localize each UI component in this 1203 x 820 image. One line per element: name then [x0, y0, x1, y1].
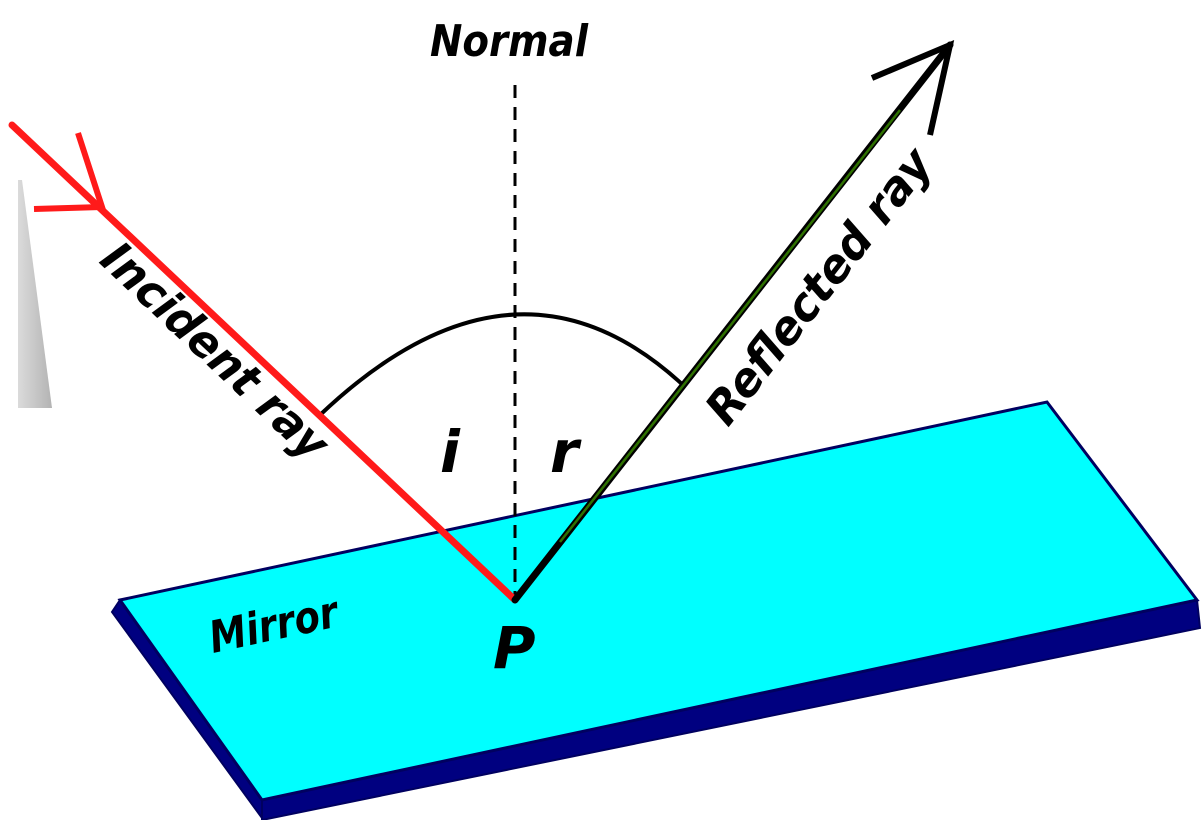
incident-arrowhead: [33, 132, 107, 212]
normal-label: Normal: [430, 16, 589, 67]
background-shadow: [18, 180, 52, 408]
point-label: P: [493, 614, 536, 682]
reflected-arrowhead: [870, 39, 955, 136]
incident-ray-line: [8, 121, 519, 604]
reflected-ray-highlight: [559, 109, 901, 543]
mirror-surface: [117, 400, 1200, 802]
incident-ray-label: Incident ray: [90, 231, 341, 472]
angle-arc: [318, 312, 685, 417]
angle-reflection-label: r: [550, 418, 582, 486]
reflected-ray-label: Reflected ray: [694, 136, 944, 435]
angle-incidence-label: i: [440, 418, 461, 486]
